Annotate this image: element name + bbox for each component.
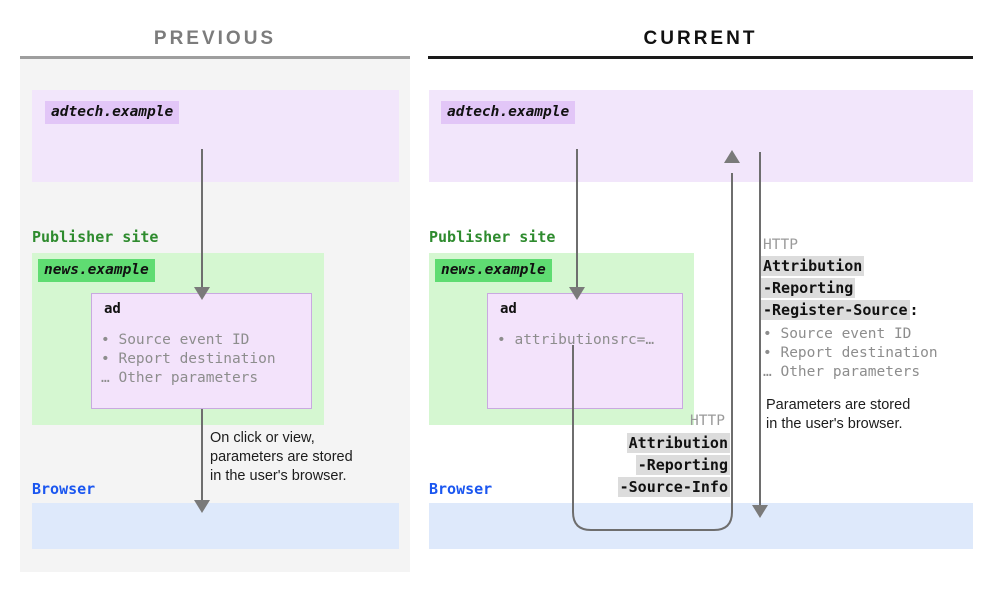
current-publisher-chip: news.example xyxy=(435,259,552,282)
previous-publisher-label: Publisher site xyxy=(32,228,159,246)
current-response-http-label: HTTP xyxy=(763,237,798,253)
previous-publisher-chip: news.example xyxy=(38,259,155,282)
column-rule-previous xyxy=(20,56,410,59)
previous-browser-label: Browser xyxy=(32,480,96,498)
column-title-previous: PREVIOUS xyxy=(153,28,277,49)
current-ad-card xyxy=(487,293,683,409)
current-browser-region xyxy=(429,503,973,549)
current-request-arrow-head xyxy=(724,150,740,163)
previous-ad-params: • Source event ID • Report destination …… xyxy=(101,332,276,386)
current-response-header-line-2: -Reporting xyxy=(761,278,856,298)
current-response-arrow-head xyxy=(752,505,768,518)
current-request-header-line-2: -Reporting xyxy=(635,455,730,475)
current-arrow-adtech-to-ad-line xyxy=(576,149,578,289)
current-ad-params: • attributionsrc=… xyxy=(497,332,655,348)
column-title-current: CURRENT xyxy=(643,28,758,49)
current-request-http-label: HTTP xyxy=(690,413,725,429)
current-request-header-block: Attribution -Reporting -Source-Info xyxy=(560,433,730,499)
current-note: Parameters are stored in the user's brow… xyxy=(766,397,911,432)
previous-adtech-chip: adtech.example xyxy=(45,101,180,124)
current-response-arrow-line xyxy=(759,152,761,510)
previous-ad-title: ad xyxy=(104,301,121,317)
current-browser-label: Browser xyxy=(429,480,493,498)
current-publisher-label: Publisher site xyxy=(429,228,556,246)
previous-arrow-ad-to-browser-line xyxy=(201,409,203,502)
current-response-header-colon: : xyxy=(909,301,919,319)
current-response-header-line-1: Attribution xyxy=(761,256,865,276)
current-request-path xyxy=(572,173,733,531)
previous-ad-card xyxy=(91,293,312,409)
previous-arrow-adtech-to-ad-head xyxy=(194,287,210,300)
current-adtech-chip: adtech.example xyxy=(441,101,576,124)
current-arrow-adtech-to-ad-head xyxy=(569,287,585,300)
column-rule-current xyxy=(428,56,973,59)
current-response-header-line-3: -Register-Source: xyxy=(761,300,919,320)
previous-arrow-adtech-to-ad-line xyxy=(201,149,203,289)
current-request-header-line-1: Attribution xyxy=(626,433,730,453)
current-ad-title: ad xyxy=(500,301,517,317)
previous-note: On click or view, parameters are stored … xyxy=(210,430,353,484)
current-response-header-block: Attribution -Reporting -Register-Source: xyxy=(761,256,971,322)
previous-arrow-ad-to-browser-head xyxy=(194,500,210,513)
previous-browser-region xyxy=(32,503,399,549)
current-request-header-line-3: -Source-Info xyxy=(617,477,730,497)
current-response-header-params: • Source event ID • Report destination …… xyxy=(763,326,938,380)
